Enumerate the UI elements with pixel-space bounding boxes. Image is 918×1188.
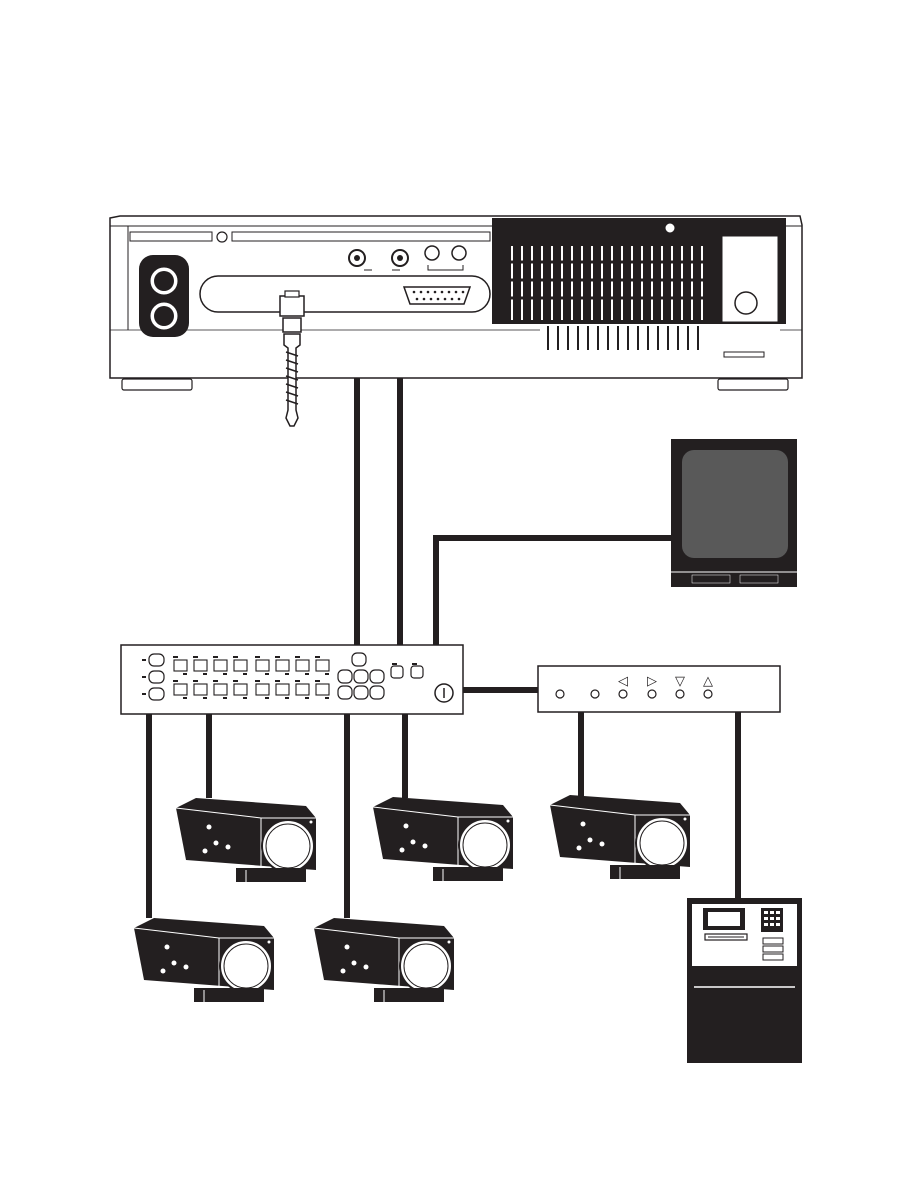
controller-icon: ◁ ▷ ▽ △ [538,666,780,712]
camera-icon [373,797,513,881]
arrow-down-icon: ▽ [675,674,685,689]
camera-icon [550,795,690,879]
atm-icon [687,898,802,1063]
camera-icon [176,798,316,882]
monitor-icon [671,439,797,587]
recorder-rear-panel-icon [110,216,802,390]
multiplexer-front-panel-icon [121,645,463,714]
arrow-right-icon: ▷ [647,674,657,689]
arrow-left-icon: ◁ [618,674,628,689]
camera-icon [134,918,274,1002]
cable-monitor [436,538,672,645]
camera-icon [314,918,454,1002]
arrow-up-icon: △ [703,674,713,689]
